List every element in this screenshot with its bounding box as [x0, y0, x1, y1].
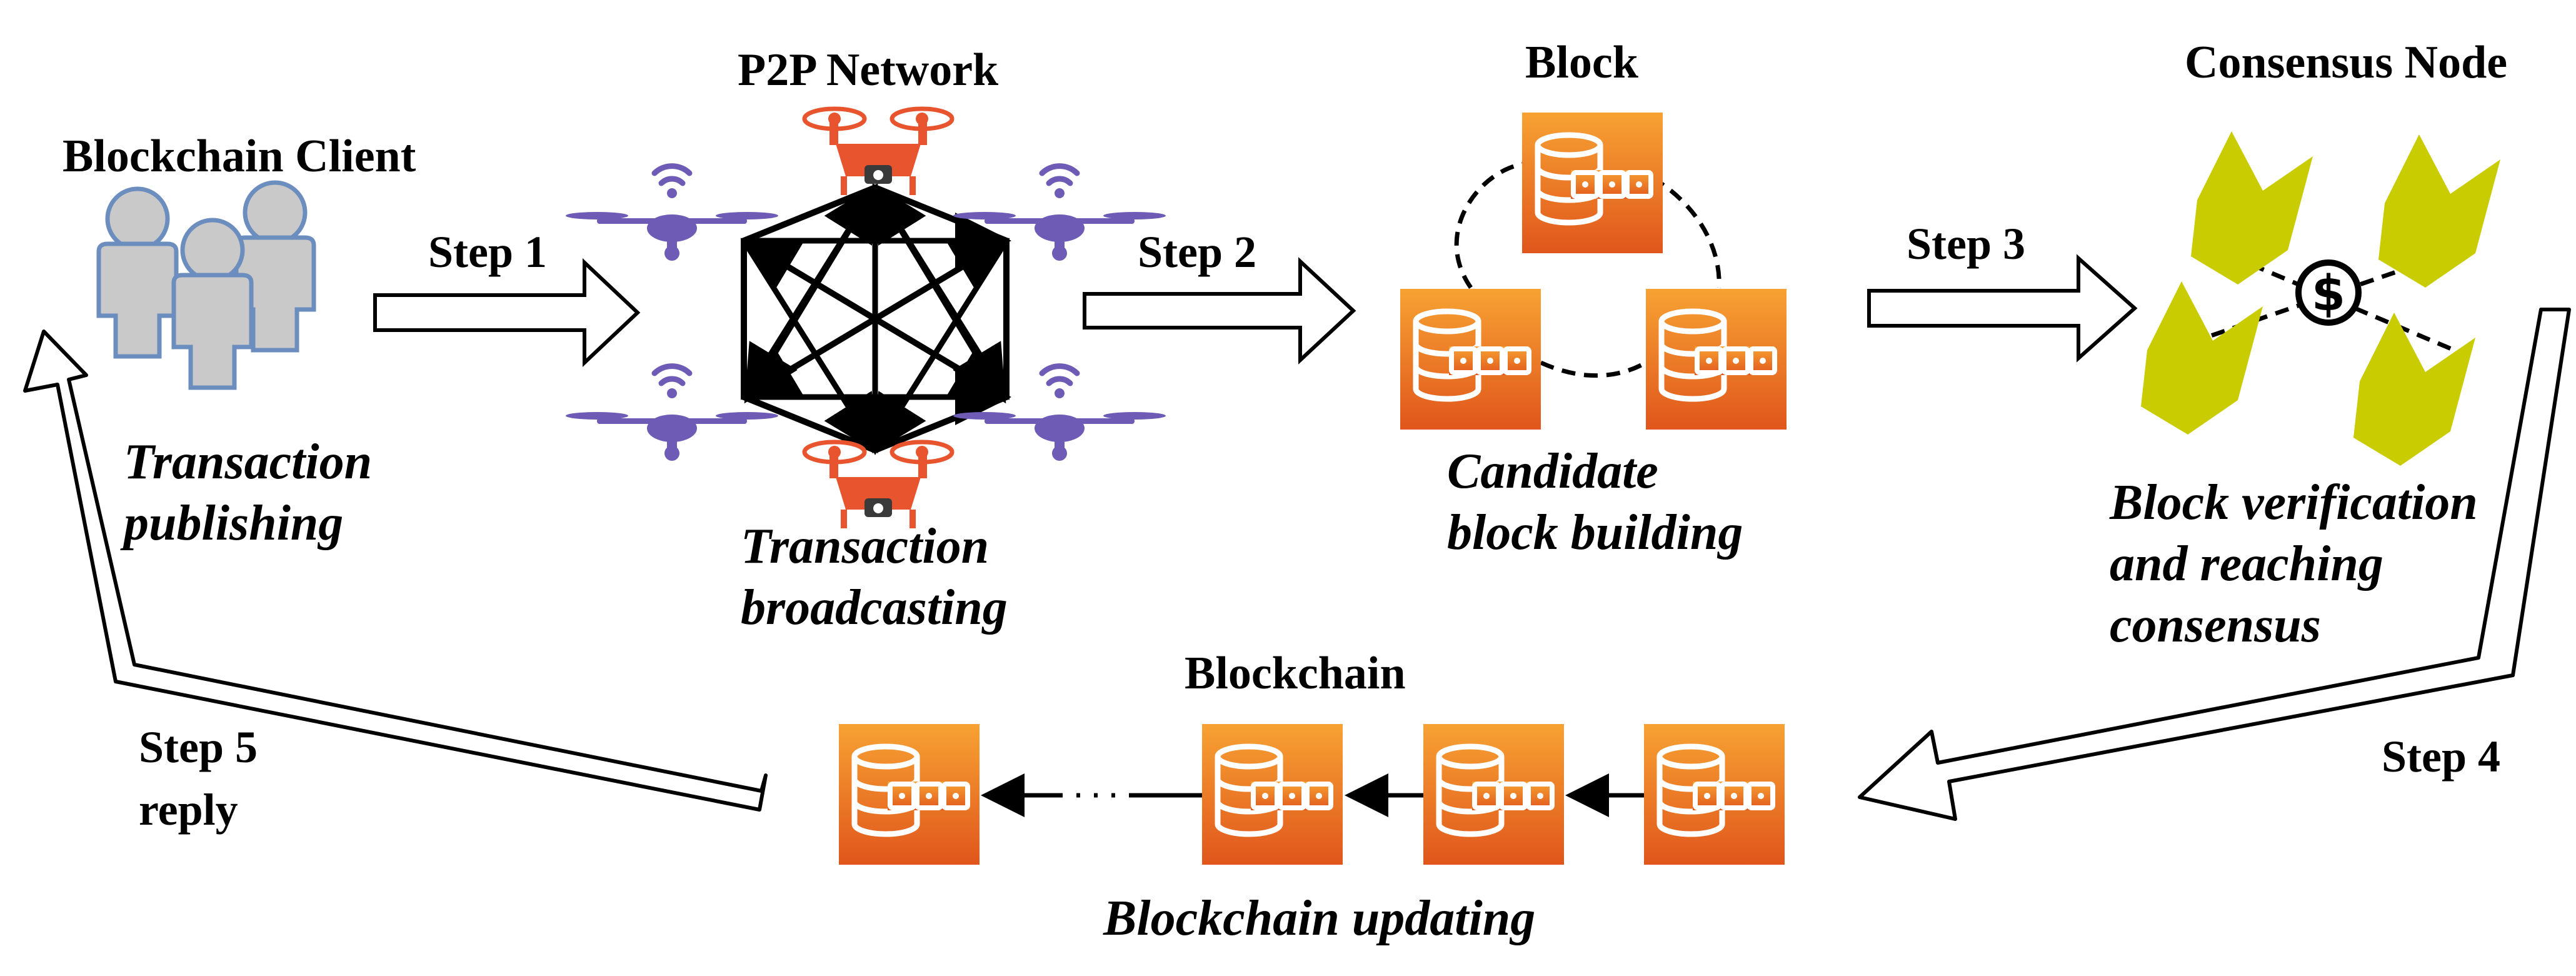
- p2p-caption-line2: broadcasting: [741, 580, 1008, 635]
- database-chain-icon: [1522, 113, 1663, 253]
- step3-label: Step 3: [1907, 219, 2026, 269]
- step4-label: Step 4: [2382, 732, 2501, 782]
- database-chain-icon: [1644, 724, 1785, 865]
- step3-arrow: [1867, 254, 2138, 363]
- block-ring-dashed: [1454, 161, 1722, 378]
- consensus-node-icon: [2353, 313, 2475, 466]
- consensus-caption-line2: and reaching: [2110, 536, 2383, 591]
- database-chain-icon: [839, 724, 980, 865]
- block-caption-line1: Candidate: [1447, 444, 1658, 499]
- drone-icon: [804, 109, 952, 195]
- svg-text:$: $: [2312, 266, 2345, 322]
- step5-label: Step 5: [139, 722, 258, 772]
- consensus-node-icon: [2191, 131, 2313, 284]
- block-title: Block: [1525, 37, 1638, 88]
- p2p-caption-line1: Transaction: [741, 519, 990, 574]
- blockchain-title: Blockchain: [1185, 648, 1406, 699]
- consensus-caption-line1: Block verification: [2110, 475, 2478, 530]
- step1-label: Step 1: [428, 227, 548, 277]
- database-chain-icon: [1202, 724, 1343, 865]
- block-caption-line2: block building: [1447, 505, 1743, 560]
- step1-arrow: [373, 258, 641, 367]
- p2p-mesh-network-icon: [740, 183, 1011, 455]
- drone-icon: [953, 166, 1166, 261]
- p2p-title: P2P Network: [738, 44, 999, 96]
- client-title: Blockchain Client: [63, 131, 416, 182]
- dollar-coin-icon: $: [2295, 259, 2362, 326]
- consensus-node-icon: [2141, 281, 2263, 435]
- consensus-caption-line3: consensus: [2110, 598, 2321, 653]
- consensus-title: Consensus Node: [2185, 37, 2508, 88]
- step2-label: Step 2: [1138, 227, 1257, 277]
- database-chain-icon: [1400, 289, 1541, 430]
- step2-arrow: [1083, 257, 1356, 365]
- blockchain-caption: Blockchain updating: [1103, 891, 1536, 946]
- client-user-group-icon: [99, 183, 314, 388]
- database-chain-icon: [1423, 724, 1564, 865]
- database-chain-icon: [1646, 289, 1787, 430]
- client-caption-line2: publishing: [124, 496, 344, 551]
- drone-icon: [953, 366, 1166, 461]
- consensus-node-icon: [2378, 134, 2500, 288]
- client-caption-line1: Transaction: [124, 435, 373, 490]
- step4-arrow: [1858, 308, 2571, 821]
- step5-arrow: [23, 330, 768, 812]
- step5-reply-label: reply: [139, 785, 238, 835]
